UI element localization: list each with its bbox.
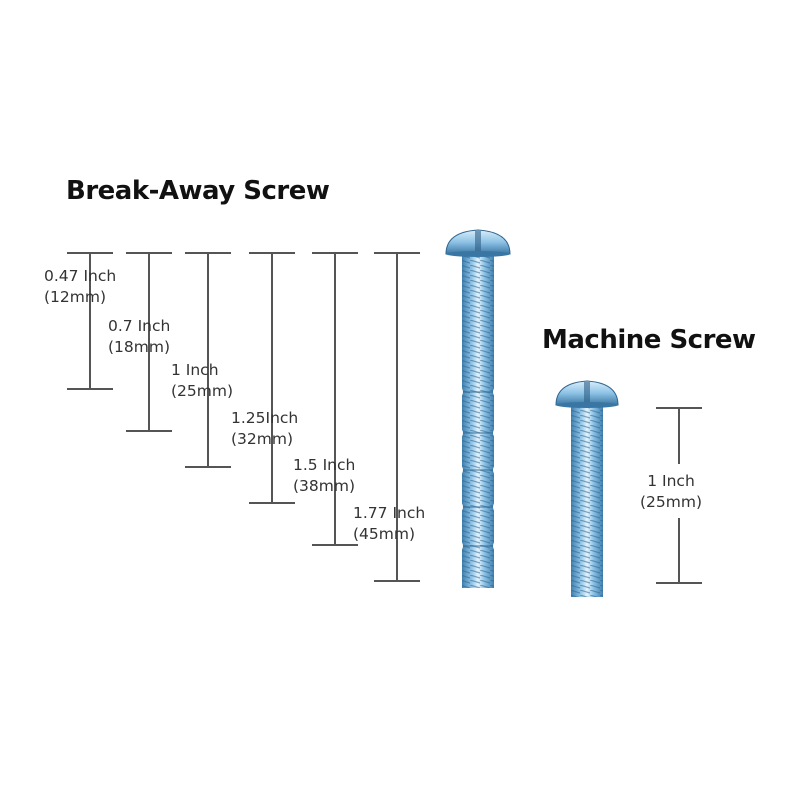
dimension-bracket-38mm [312, 252, 358, 546]
size-label-18mm: 0.7 Inch (18mm) [108, 317, 171, 356]
break-away-screw-title: Break-Away Screw [66, 176, 330, 206]
machine-screw-image [555, 380, 619, 597]
dimension-bracket-18mm [126, 252, 172, 432]
size-label-12mm: 0.47 Inch (12mm) [44, 267, 117, 306]
size-label-45mm: 1.77 Inch (45mm) [353, 504, 426, 543]
size-label-32mm: 1.25Inch (32mm) [231, 409, 299, 448]
break-away-screw-image [445, 229, 511, 588]
machine-screw-title: Machine Screw [542, 325, 756, 355]
size-label-25mm: 1 Inch (25mm) [171, 361, 234, 400]
size-label-machine: 1 Inch (25mm) [640, 472, 703, 511]
dimension-bracket-45mm [374, 252, 420, 582]
dimension-bracket-25mm [185, 252, 231, 468]
dimension-bracket-machine-25mm [656, 407, 702, 584]
dimension-bracket-12mm [67, 252, 113, 390]
size-label-38mm: 1.5 Inch (38mm) [293, 456, 356, 495]
dimension-bracket-32mm [249, 252, 295, 504]
